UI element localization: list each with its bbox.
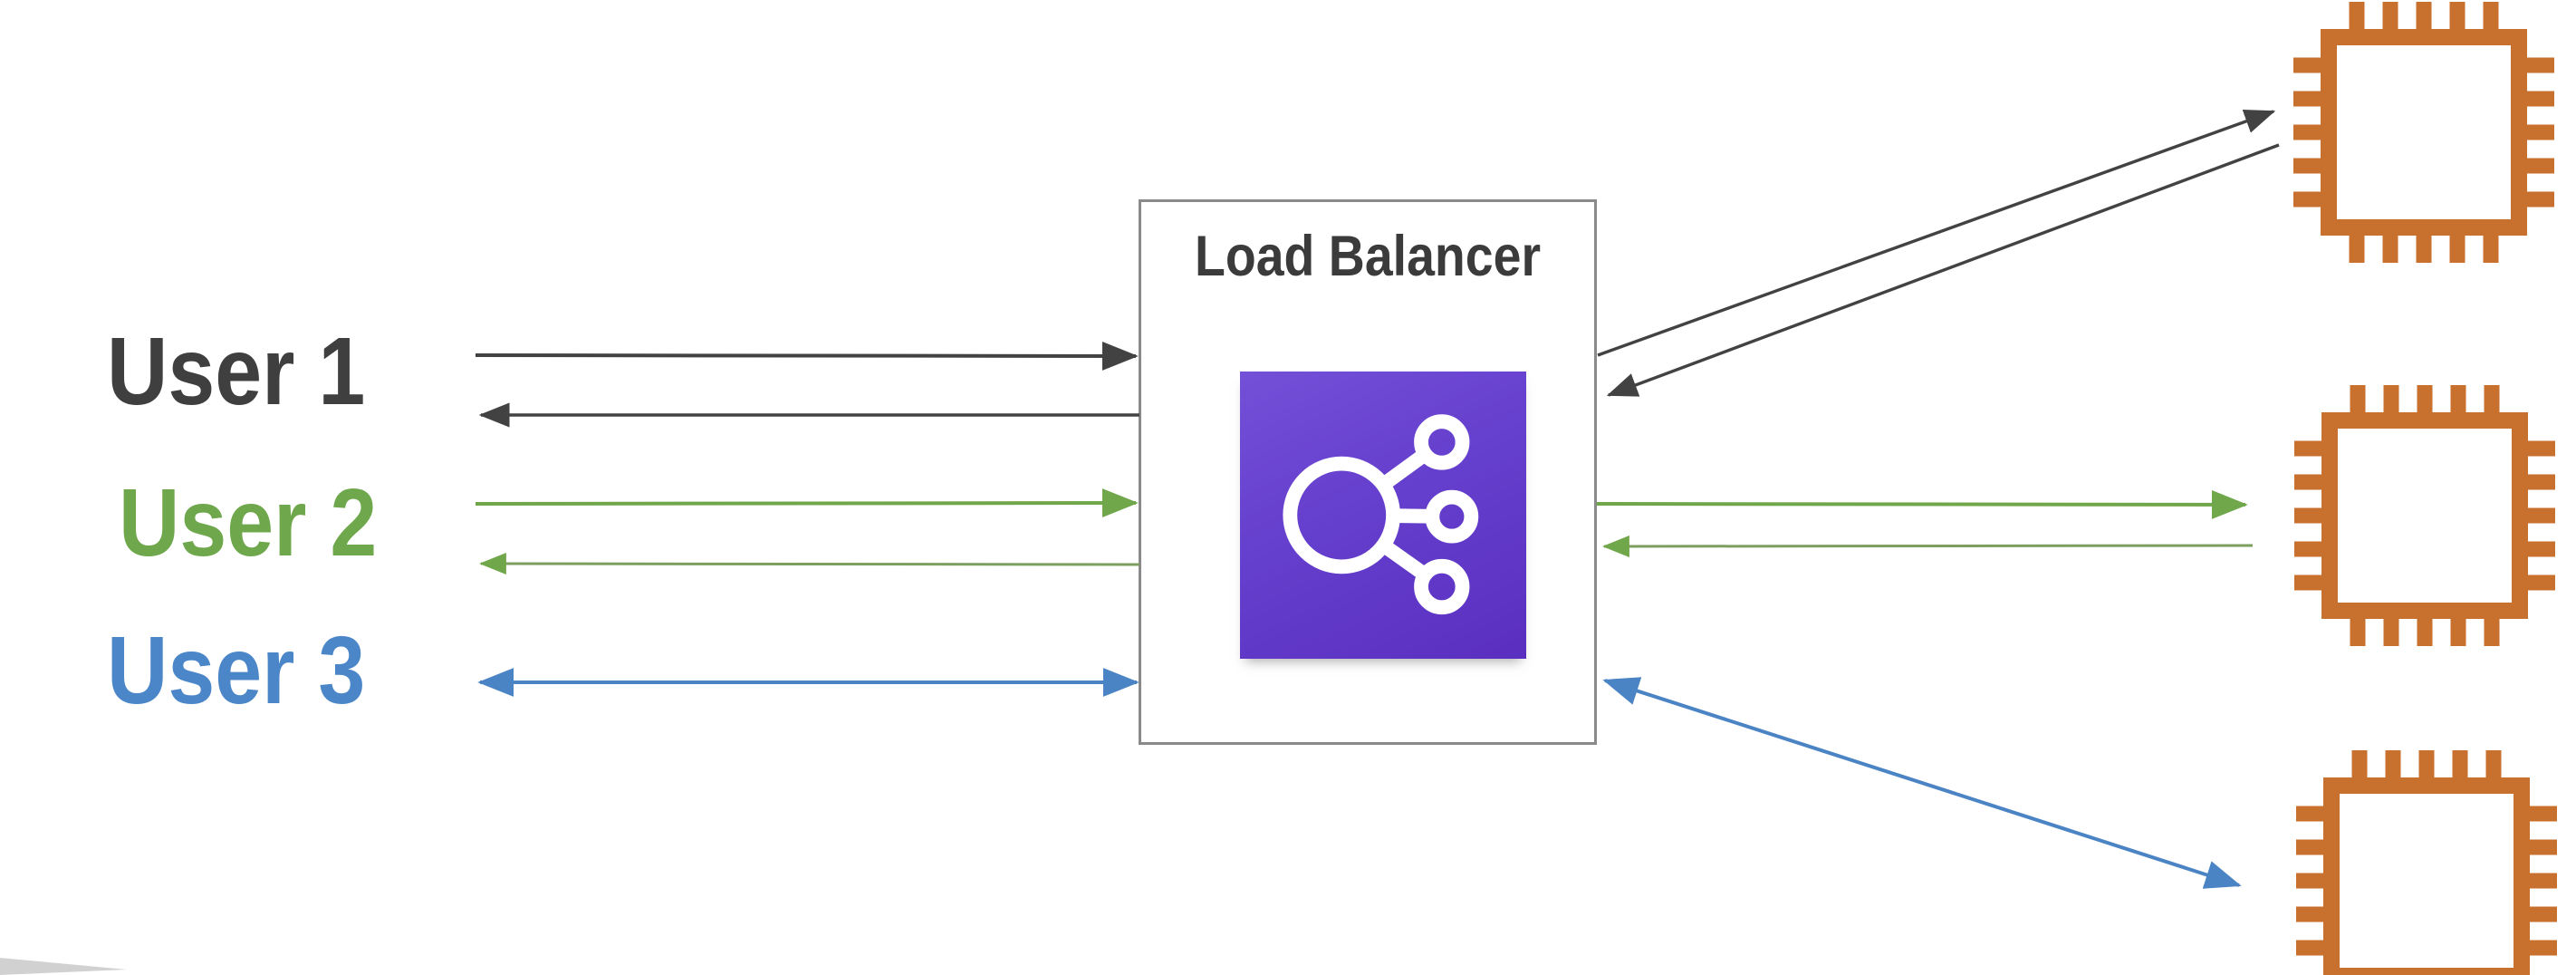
elastic-load-balancing-glyph bbox=[1283, 414, 1479, 615]
user-2-label: User 2 bbox=[119, 469, 378, 576]
arrow-server1-to-lb bbox=[1606, 143, 2280, 397]
arrow-user2-to-lb bbox=[475, 488, 1139, 518]
load-balancer-title: Load Balancer bbox=[1194, 225, 1542, 288]
arrow-user1-to-lb bbox=[475, 341, 1139, 371]
arrow-lb-server3-bidirectional bbox=[1602, 677, 2242, 889]
user-3-label: User 3 bbox=[107, 617, 366, 724]
arrow-lb-to-user2 bbox=[478, 553, 1140, 575]
user-1-label: User 1 bbox=[107, 318, 366, 425]
arrow-lb-to-server1 bbox=[1597, 109, 2276, 357]
page-corner-artifact bbox=[0, 958, 127, 975]
arrow-server2-to-lb bbox=[1601, 535, 2254, 557]
arrow-lb-to-server2 bbox=[1596, 489, 2248, 519]
elastic-load-balancing-icon bbox=[1240, 372, 1526, 659]
